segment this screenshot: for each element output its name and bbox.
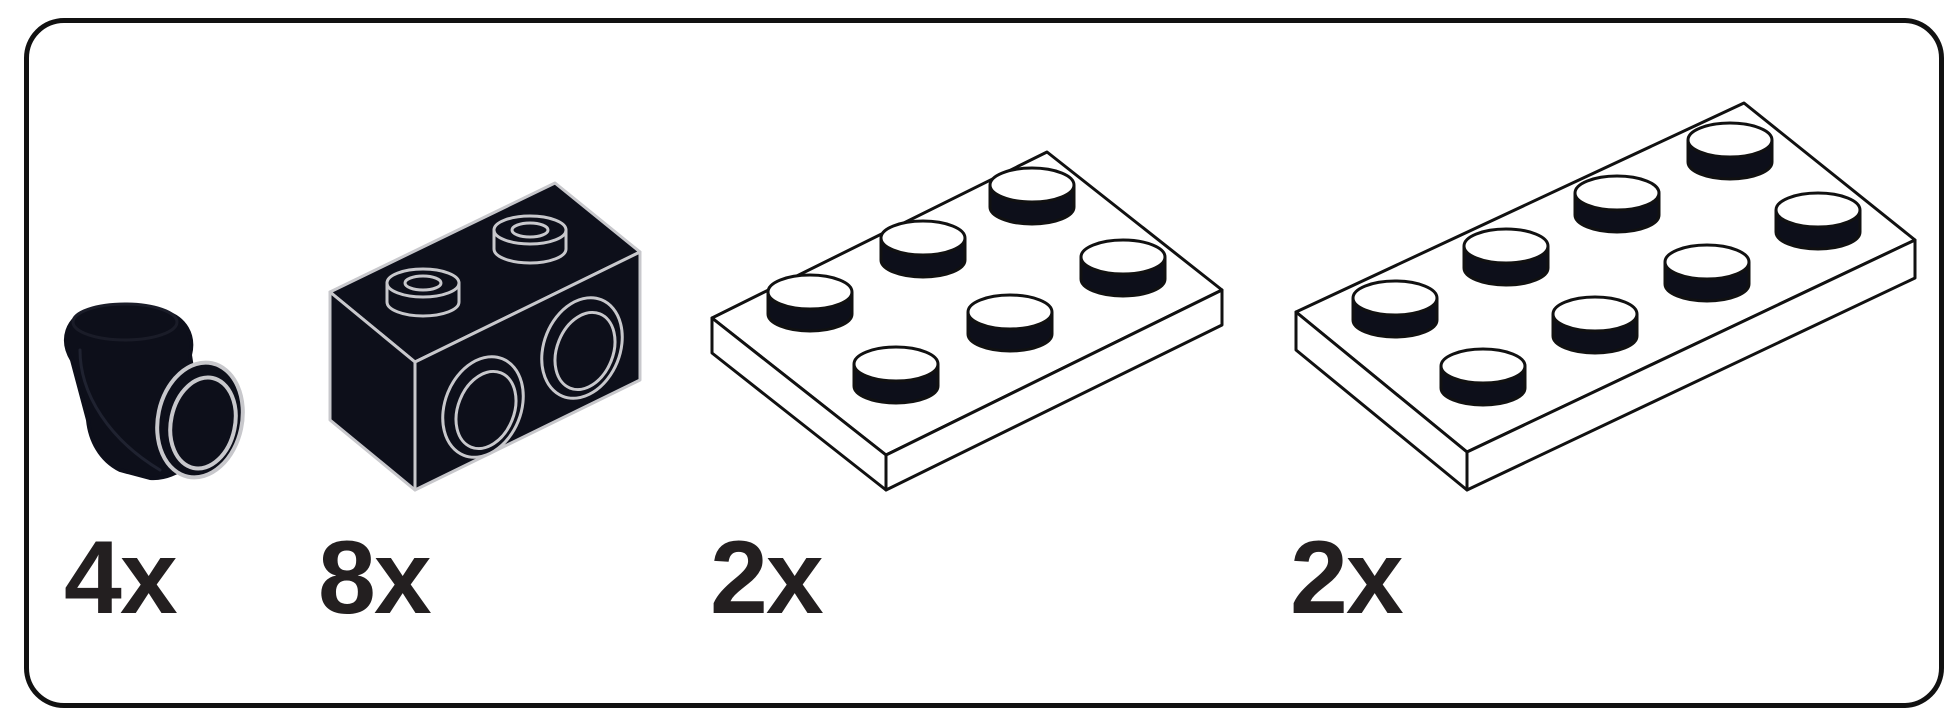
technic-brick-1x2-holes-icon <box>328 181 642 492</box>
part-item-plate-2x3: 2x <box>700 0 1240 680</box>
part-item-plate-2x4: 2x <box>1290 0 1950 680</box>
part-item-technic-brick: 8x <box>300 0 660 680</box>
part-quantity: 4x <box>64 520 178 636</box>
bush-connector-icon <box>64 302 245 481</box>
part-quantity: 2x <box>1290 520 1404 636</box>
part-item-bush: 4x <box>0 0 300 680</box>
plate-2x4-icon <box>1294 101 1917 492</box>
stud-group <box>1351 121 1862 407</box>
plate-2x3-icon <box>710 150 1224 492</box>
part-quantity: 8x <box>318 520 432 636</box>
part-quantity: 2x <box>710 520 824 636</box>
stud-group <box>766 166 1167 405</box>
